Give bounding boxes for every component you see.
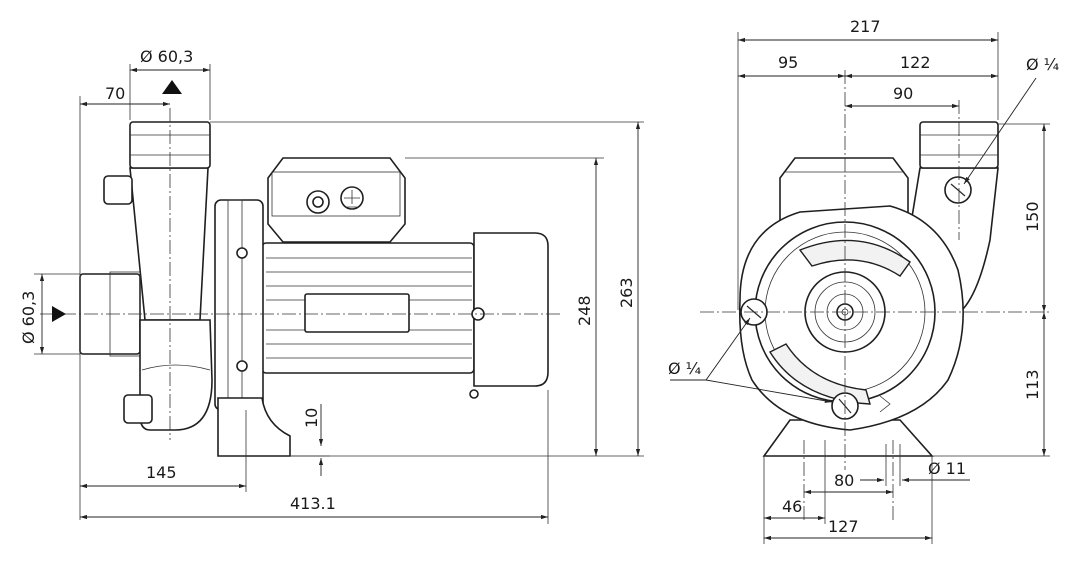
pump-casing: [129, 167, 209, 321]
inlet-diameter-top-label: Ø 60,3: [140, 47, 193, 66]
pump-foot: [217, 397, 291, 457]
motor-height-label: 248: [575, 295, 594, 326]
hole-spacing-label: 80: [834, 471, 854, 490]
width-total-label: 217: [850, 17, 881, 36]
foot-height-label: 10: [302, 408, 321, 428]
width-left-label: 95: [778, 53, 798, 72]
total-height-label: 263: [617, 277, 636, 308]
outlet-offset-label: 90: [893, 84, 913, 103]
front-view-dimensions: 217 95 122 90 Ø ¼ 150 113 Ø ¼: [668, 17, 1059, 544]
front-foot: [762, 419, 934, 457]
height-lower-label: 113: [1023, 369, 1042, 400]
plug-diameter-top-label: Ø ¼: [1026, 55, 1059, 74]
side-view: Ø 60,3 70 Ø 60,3 10 248 263: [19, 47, 644, 524]
height-upper-label: 150: [1023, 201, 1042, 232]
plug-diameter-left-label: Ø ¼: [668, 359, 701, 378]
foot-offset-label: 46: [782, 497, 802, 516]
side-view-dimensions: Ø 60,3 70 Ø 60,3 10 248 263: [19, 47, 644, 524]
rotation-arrow-icon: [879, 395, 891, 413]
inlet-diameter-side-label: Ø 60,3: [19, 291, 38, 344]
nameplate: [304, 293, 410, 333]
foot-width-label: 127: [828, 517, 859, 536]
hole-diameter-label: Ø 11: [928, 459, 966, 478]
drain-plug-top: [103, 175, 133, 205]
drain-plug-bottom: [123, 394, 153, 424]
width-right-label: 122: [900, 53, 931, 72]
terminal-box: [267, 157, 406, 243]
front-view: 217 95 122 90 Ø ¼ 150 113 Ø ¼: [668, 17, 1059, 544]
total-length-label: 413.1: [290, 494, 336, 513]
inlet-offset-label: 70: [105, 84, 125, 103]
flow-direction-up-icon: [162, 80, 182, 94]
motor-end-cap: [473, 232, 549, 387]
cooling-fins: [266, 257, 472, 359]
motor-flange: [214, 199, 264, 411]
flow-direction-right-icon: [52, 306, 66, 322]
foot-distance-label: 145: [146, 463, 177, 482]
